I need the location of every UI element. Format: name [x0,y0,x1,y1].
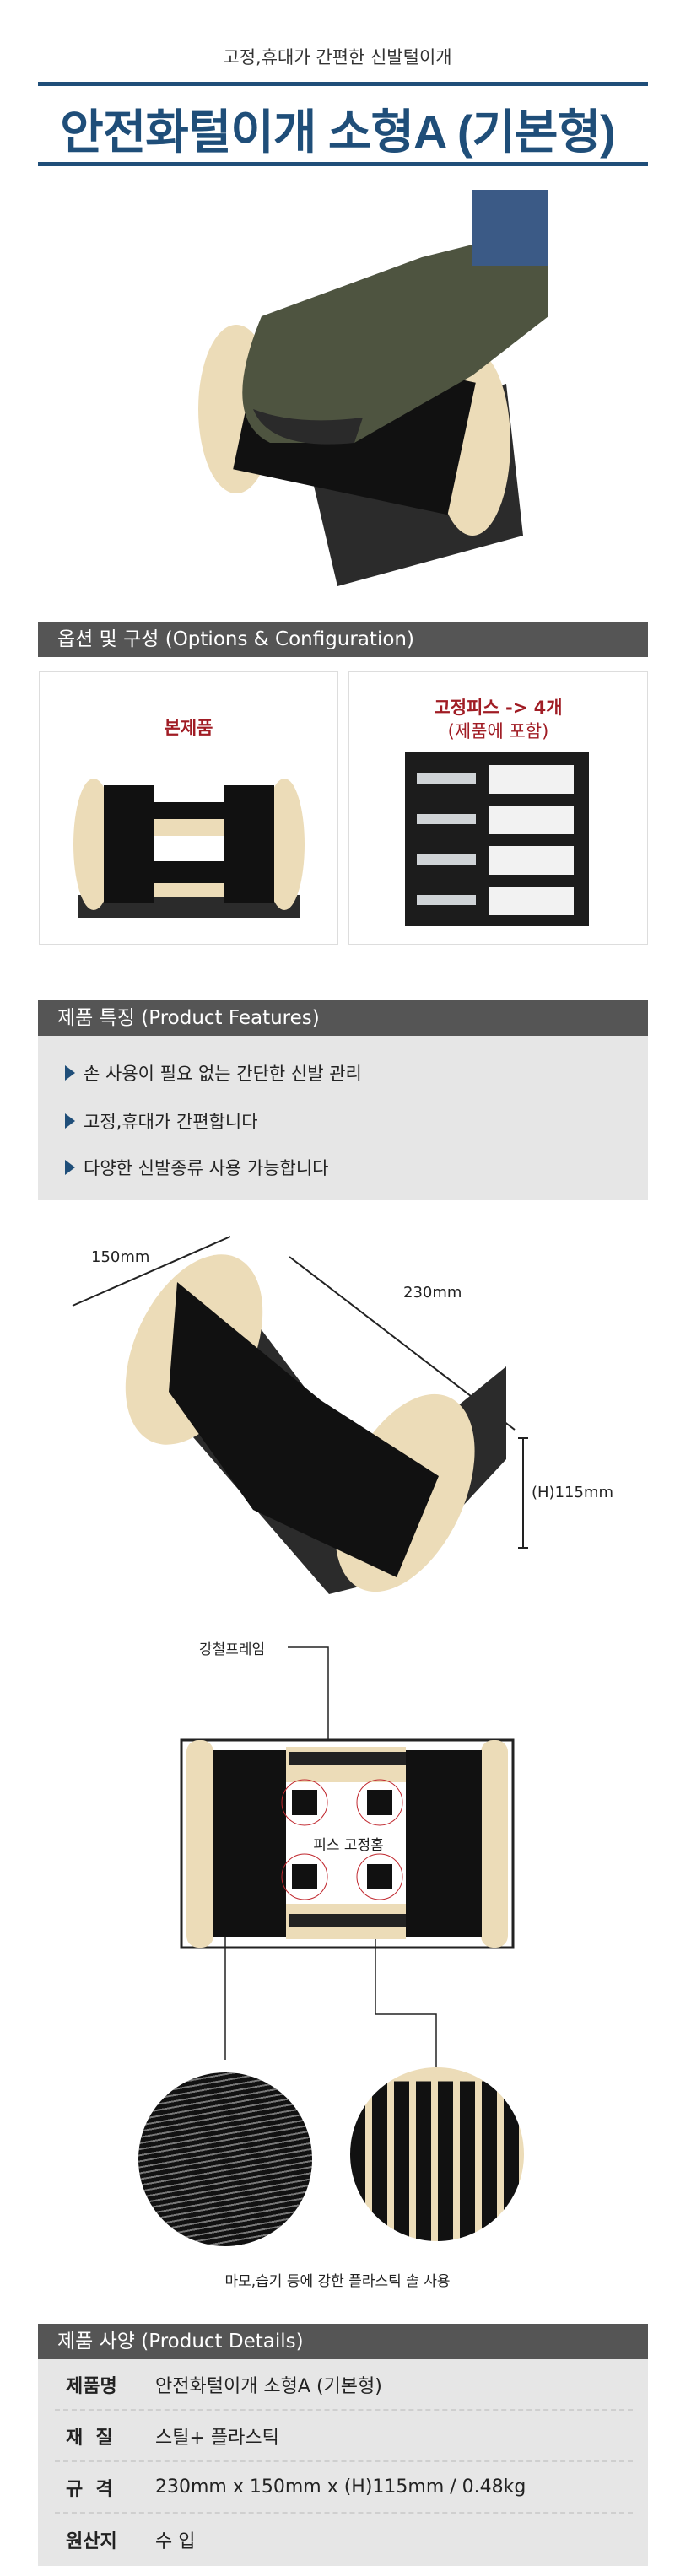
section-header-details: 제품 사양 (Product Details) [38,2324,648,2359]
top-view-image: 피스 고정홈 [180,1738,515,1949]
details-label: 제품명 [66,2375,117,2397]
triangle-bullet-icon [65,1160,75,1175]
hero-product-image [169,190,548,595]
option-label: 고정피스 -> 4개 [434,698,563,718]
feature-text: 손 사용이 필요 없는 간단한 신발 관리 [84,1064,362,1084]
subtitle: 고정,휴대가 간편한 신발털이개 [223,47,452,67]
section-header-options: 옵션 및 구성 (Options & Configuration) [38,622,648,657]
details-value: 230mm x 150mm x (H)115mm / 0.48kg [155,2476,526,2498]
dimension-diagram: 150mm 230mm (H)115mm [0,1223,675,1619]
page-title: 안전화털이개 소형A (기본형) [60,105,616,159]
option-card-screws: 고정피스 -> 4개 (제품에 포함) [348,671,648,945]
feature-item: 다양한 신발종류 사용 가능합니다 [65,1155,329,1180]
details-label: 재 질 [66,2427,113,2449]
triangle-bullet-icon [65,1113,75,1129]
feature-item: 손 사용이 필요 없는 간단한 신발 관리 [65,1060,362,1086]
feature-item: 고정,휴대가 간편합니다 [65,1108,258,1134]
screws-image [405,752,589,926]
feature-text: 다양한 신발종류 사용 가능합니다 [84,1158,329,1178]
features-list: 손 사용이 필요 없는 간단한 신발 관리 고정,휴대가 간편합니다 다양한 신… [38,1036,648,1200]
callout-screw-holes: 피스 고정홈 [313,1837,384,1854]
title-top-rule [38,82,648,86]
details-label: 규 격 [66,2478,113,2500]
details-row: 규 격 230mm x 150mm x (H)115mm / 0.48kg [55,2462,633,2514]
option-sublabel: (제품에 포함) [447,721,549,741]
details-row: 원산지 수 입 [55,2514,633,2565]
section-header-features: 제품 특징 (Product Features) [38,1000,648,1036]
details-value: 안전화털이개 소형A (기본형) [155,2375,382,2397]
dimension-width-label: 230mm [403,1284,462,1301]
dimension-height-label: (H)115mm [532,1484,614,1501]
details-table: 제품명 안전화털이개 소형A (기본형) 재 질 스틸+ 플라스틱 규 격 230mm… [38,2359,648,2566]
details-row: 제품명 안전화털이개 소형A (기본형) [55,2359,633,2411]
details-value: 수 입 [155,2530,196,2552]
triangle-bullet-icon [65,1065,75,1081]
main-product-image [70,768,308,918]
title-bottom-rule [38,162,648,166]
details-row: 재 질 스틸+ 플라스틱 [55,2411,633,2462]
dimension-depth-label: 150mm [91,1248,150,1266]
brush-closeup-image [350,2067,524,2241]
bristle-closeup-image [138,2072,312,2246]
bristle-caption: 마모,습기 등에 강한 플라스틱 솔 사용 [224,2273,451,2290]
option-label: 본제품 [164,718,213,738]
details-label: 원산지 [66,2530,117,2552]
details-value: 스틸+ 플라스틱 [155,2427,279,2449]
callout-steel-frame: 강철프레임 [199,1641,266,1658]
option-card-main-product: 본제품 [39,671,338,945]
feature-text: 고정,휴대가 간편합니다 [84,1112,258,1132]
